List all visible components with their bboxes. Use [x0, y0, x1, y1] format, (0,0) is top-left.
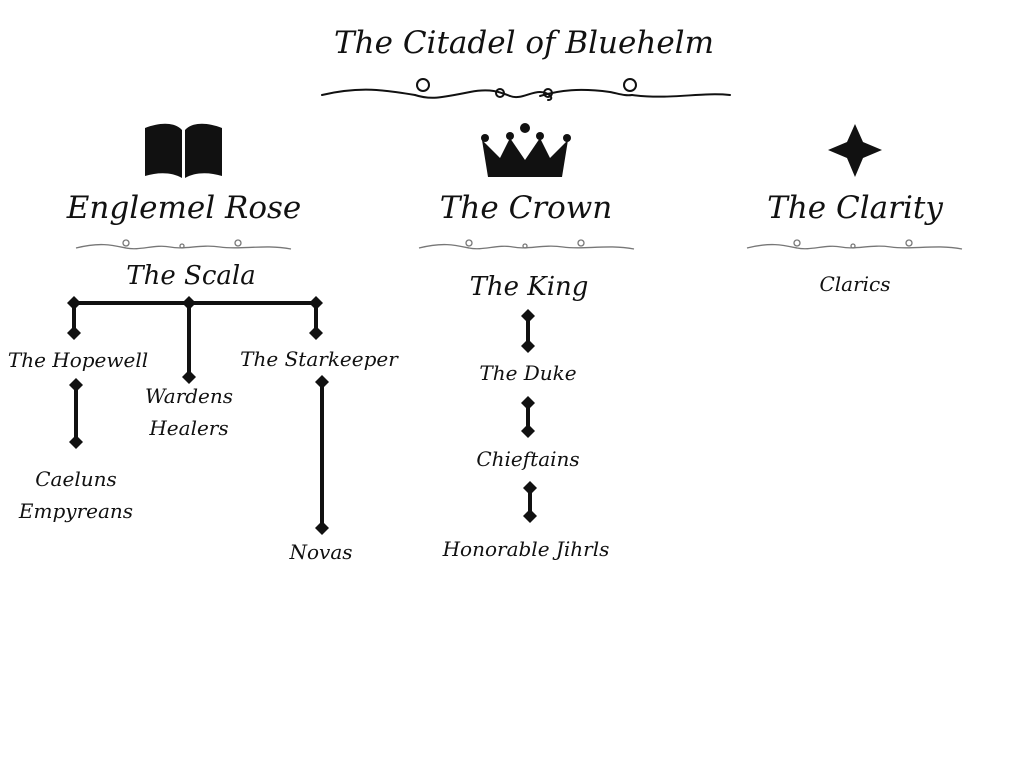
- node-hopewell: The Hopewell: [7, 348, 149, 372]
- scala-subtitle: The Scala: [126, 261, 256, 291]
- title-flourish: [321, 78, 731, 101]
- node-caeluns: Caeluns: [35, 467, 117, 491]
- node-chieftains: Chieftains: [476, 447, 580, 471]
- node-healers: Healers: [149, 416, 229, 440]
- four-point-star-icon: [828, 124, 882, 177]
- node-starkeeper: The Starkeeper: [240, 347, 398, 371]
- open-book-icon: [145, 123, 222, 178]
- crown-connectors: [521, 309, 537, 523]
- node-wardens: Wardens: [144, 384, 234, 408]
- node-the-duke: The Duke: [479, 361, 577, 385]
- node-the-king: The King: [469, 272, 589, 302]
- node-novas: Novas: [289, 540, 353, 564]
- column-title-englemel-rose: Englemel Rose: [66, 190, 302, 226]
- node-clarics: Clarics: [819, 272, 891, 296]
- node-empyreans: Empyreans: [18, 499, 134, 523]
- column-title-the-crown: The Crown: [439, 190, 613, 226]
- crown-icon: [481, 123, 571, 177]
- column-title-the-clarity: The Clarity: [767, 190, 943, 226]
- column-flourishes: [75, 239, 963, 250]
- node-honorable-jihrls: Honorable Jihrls: [442, 537, 610, 561]
- scala-connectors: [67, 296, 329, 535]
- diagram-title: The Citadel of Bluehelm: [334, 25, 714, 61]
